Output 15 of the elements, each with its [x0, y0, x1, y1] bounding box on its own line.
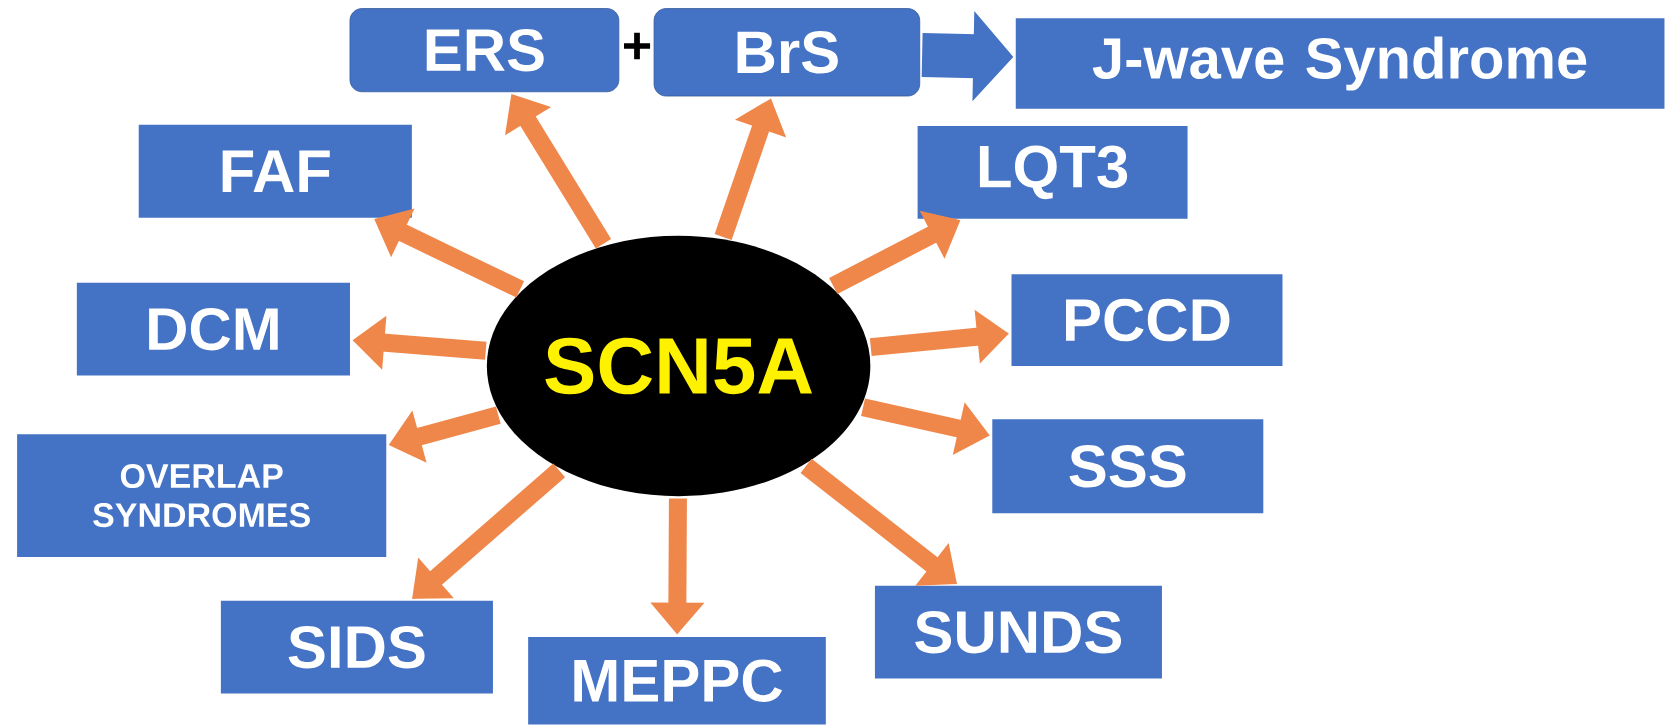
disease-box: SIDS [220, 600, 493, 694]
arrow [800, 458, 957, 586]
disease-box: PCCD [1011, 274, 1283, 366]
arrow [412, 463, 566, 599]
disease-box: SUNDS [874, 585, 1162, 679]
syndrome-box: J-wave Syndrome [1015, 18, 1665, 109]
disease-box: LQT3 [917, 125, 1188, 219]
disease-box: MEPPC [528, 637, 826, 725]
disease-box: OVERLAP SYNDROMES [17, 434, 387, 557]
disease-box: ERS [349, 8, 620, 93]
disease-box: BrS [653, 8, 921, 97]
disease-box: SSS [992, 419, 1264, 514]
plus-sign: + [624, 32, 651, 60]
disease-box: DCM [76, 282, 350, 376]
disease-box: FAF [138, 124, 412, 218]
